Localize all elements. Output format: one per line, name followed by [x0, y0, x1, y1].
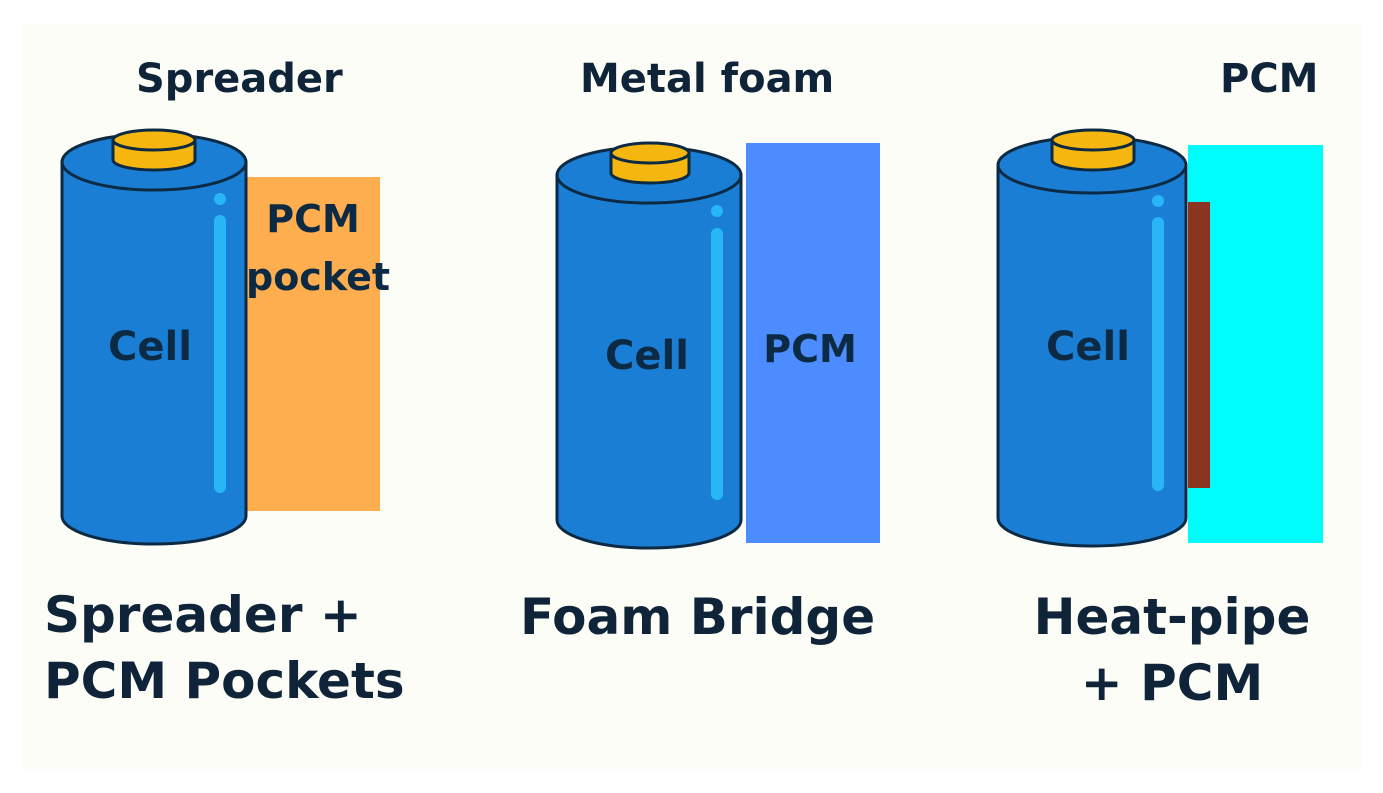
cell-highlight-1 — [214, 215, 226, 493]
pcm-pocket-label-line-2: pocket — [246, 255, 391, 299]
cell-highlight-dot-1 — [214, 193, 226, 205]
panel-1-caption-line-2: PCM Pockets — [44, 652, 405, 710]
panel-2-cell-label: Cell — [605, 333, 689, 379]
cell-highlight-2 — [711, 228, 723, 500]
heat-pipe-strip — [1188, 202, 1210, 488]
panel-3-top-label: PCM — [1220, 56, 1319, 102]
pcm-pocket-label-line-1: PCM — [266, 197, 360, 241]
panel-1-caption-line-1: Spreader + — [44, 586, 362, 644]
pcm-pocket-block — [246, 177, 380, 511]
panel-3-caption-line-1: Heat-pipe — [1033, 588, 1311, 646]
panel-2-top-label: Metal foam — [580, 56, 835, 102]
cell-highlight-3 — [1152, 217, 1164, 491]
panel-3-graphics — [996, 128, 1323, 548]
panel-3-caption-line-2: + PCM — [1080, 654, 1264, 712]
cell-highlight-dot-3 — [1152, 195, 1164, 207]
terminal-top-3 — [1050, 128, 1136, 152]
pcm-foam-label: PCM — [763, 327, 857, 371]
panel-2-caption: Foam Bridge — [520, 584, 875, 650]
pcm-heatpipe-block — [1188, 145, 1323, 543]
panel-1-cell-label: Cell — [108, 324, 192, 370]
panel-2-caption-line-1: Foam Bridge — [520, 588, 876, 646]
cell-body-3 — [996, 163, 1188, 548]
panel-1-graphics — [60, 128, 380, 546]
panel-1-top-label: Spreader — [136, 56, 343, 102]
cell-highlight-dot-2 — [711, 205, 723, 217]
cell-body-2 — [555, 173, 743, 550]
panel-1-caption: Spreader + PCM Pockets — [44, 582, 405, 714]
panel-3-cell-label: Cell — [1046, 324, 1130, 370]
panel-3-caption: Heat-pipe + PCM — [1022, 584, 1322, 716]
panel-2-graphics — [555, 141, 880, 550]
terminal-top-2 — [609, 141, 691, 165]
terminal-top-1 — [111, 128, 197, 152]
cell-body-1 — [60, 160, 248, 546]
pcm-pocket-label: PCM pocket — [246, 190, 391, 306]
pcm-foam-block — [746, 143, 880, 543]
